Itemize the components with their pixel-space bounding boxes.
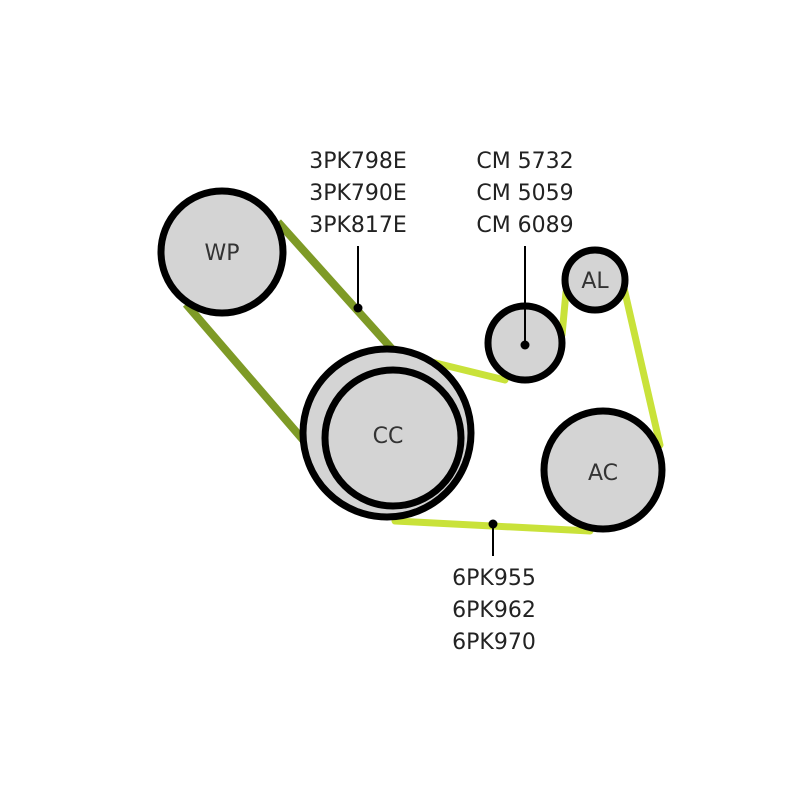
pulley-wp: WP [157, 187, 287, 317]
part-number: 6PK962 [452, 598, 536, 623]
part-number: CM 5732 [476, 149, 573, 174]
pulley-ac: AC [540, 407, 666, 533]
pulley-cc: CC [299, 345, 475, 521]
part-number: CM 6089 [476, 213, 573, 238]
label-tensioner: CM 5732 CM 5059 CM 6089 [476, 149, 573, 238]
pulley-al: AL [561, 246, 629, 314]
pulley-cc-label: CC [373, 424, 404, 449]
leader-6pk-dot [488, 519, 498, 529]
label-6pk: 6PK955 6PK962 6PK970 [452, 566, 536, 655]
part-number: CM 5059 [476, 181, 573, 206]
part-number: 6PK955 [452, 566, 536, 591]
pulley-al-label: AL [581, 269, 609, 294]
pulley-wp-label: WP [204, 241, 239, 266]
part-number: 3PK817E [309, 213, 407, 238]
leader-3pk-dot [353, 303, 363, 313]
part-number: 6PK970 [452, 630, 536, 655]
label-3pk: 3PK798E 3PK790E 3PK817E [309, 149, 407, 238]
pulley-ac-label: AC [588, 461, 618, 486]
leader-tensioner-dot [520, 340, 530, 350]
part-number: 3PK798E [309, 149, 407, 174]
part-number: 3PK790E [309, 181, 407, 206]
